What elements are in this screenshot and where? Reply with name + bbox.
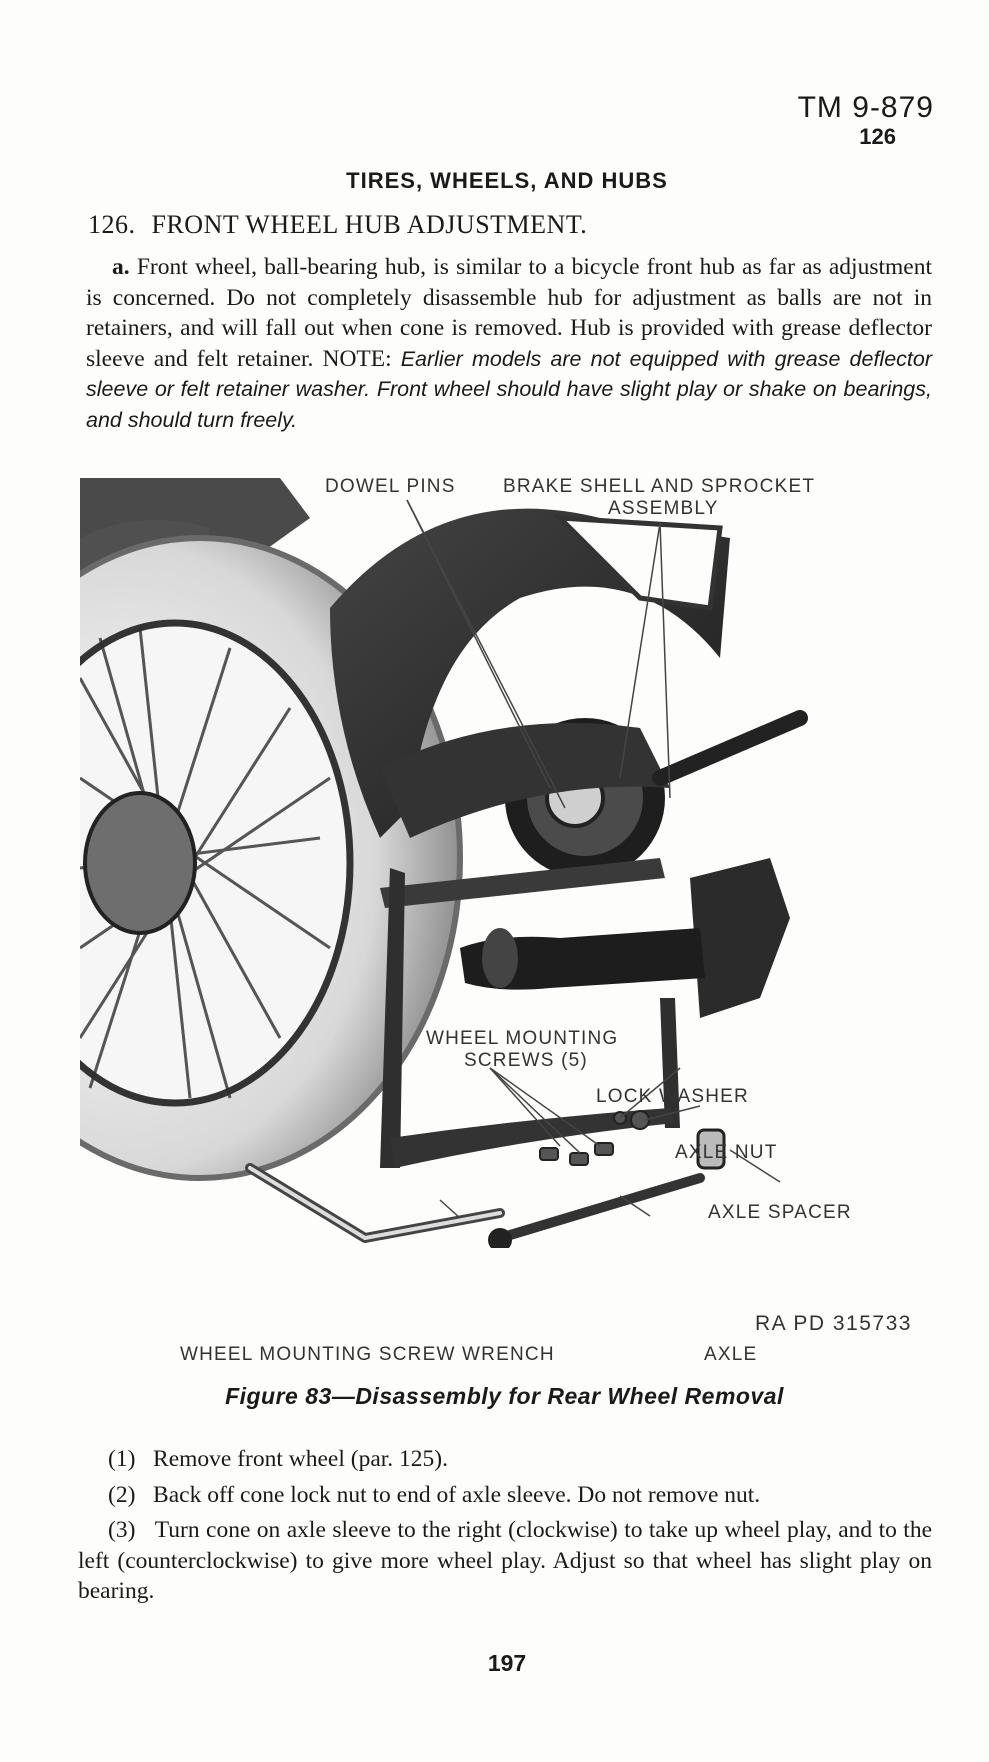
step-text: Back off cone lock nut to end of axle sl… <box>153 1481 761 1508</box>
step-number: (3) <box>108 1517 136 1543</box>
step-number: (1) <box>108 1446 136 1472</box>
header-paragraph-number: 126 <box>859 124 896 149</box>
running-head: TIRES, WHEELS, AND HUBS <box>346 168 668 193</box>
step-item: (3) Turn cone on axle sleeve to the righ… <box>78 1515 932 1607</box>
callout-brake-shell-line1: BRAKE SHELL AND SPROCKET <box>503 478 816 497</box>
step-item: (2) Back off cone lock nut to end of axl… <box>78 1480 932 1511</box>
step-text: Remove front wheel (par. 125). <box>153 1446 448 1472</box>
disassembly-illustration <box>80 478 940 1248</box>
callout-axle: AXLE <box>704 1344 758 1365</box>
step-text: Turn cone on axle sleeve to the right (c… <box>78 1517 932 1604</box>
callout-wrench: WHEEL MOUNTING SCREW WRENCH <box>180 1344 555 1365</box>
step-item: (1) Remove front wheel (par. 125). <box>78 1444 932 1475</box>
section-number: 126. <box>88 210 136 239</box>
callout-wheel-screws-line1: WHEEL MOUNTING <box>426 1028 619 1049</box>
paragraph-a-label: a. <box>112 254 130 280</box>
steps-list: (1) Remove front wheel (par. 125). (2) B… <box>78 1444 932 1612</box>
section-title-text: FRONT WHEEL HUB ADJUSTMENT. <box>151 210 588 239</box>
paragraph-a-text: Front wheel, ball-bearing hub, is simila… <box>86 254 932 372</box>
section-title: 126. FRONT WHEEL HUB ADJUSTMENT. <box>88 210 587 240</box>
note-text: Earlier models are not equipped with gre… <box>86 346 933 432</box>
page-number: 197 <box>487 1650 527 1676</box>
paragraph-a: a. Front wheel, ball-bearing hub, is sim… <box>86 252 932 435</box>
callout-ra-pd: RA PD 315733 <box>755 1312 912 1335</box>
callout-axle-spacer: AXLE SPACER <box>708 1202 852 1223</box>
callout-axle-nut: AXLE NUT <box>675 1142 778 1163</box>
note-label: NOTE: <box>322 345 392 372</box>
step-number: (2) <box>108 1481 136 1508</box>
callout-lock-washer: LOCK WASHER <box>596 1086 749 1107</box>
callout-brake-shell-line2: ASSEMBLY <box>608 498 719 519</box>
callout-wheel-screws-line2: SCREWS (5) <box>464 1050 588 1071</box>
tm-number: TM 9-879 <box>797 91 934 124</box>
figure-caption: Figure 83—Disassembly for Rear Wheel Rem… <box>225 1383 784 1409</box>
figure-83-photo: DOWEL PINS BRAKE SHELL AND SPROCKET ASSE… <box>80 478 940 1248</box>
callout-dowel-pins: DOWEL PINS <box>325 478 456 497</box>
